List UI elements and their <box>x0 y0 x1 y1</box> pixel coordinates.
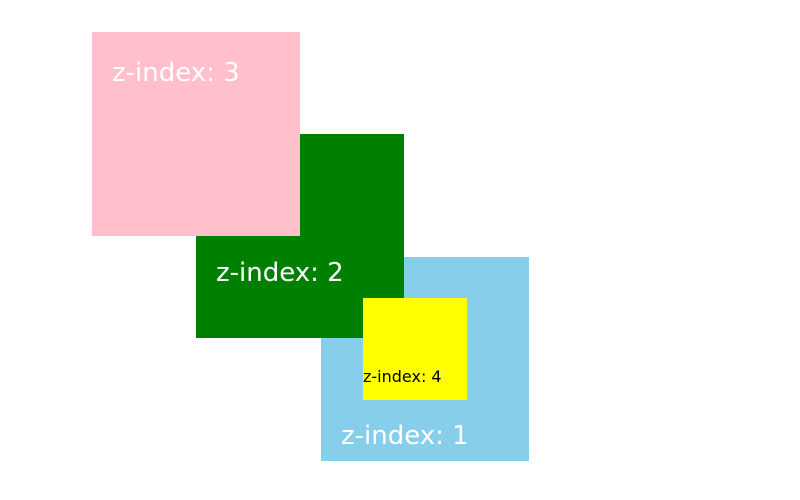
yellow-box-label: z-index: 4 <box>363 367 442 386</box>
pink-box-label: z-index: 3 <box>112 58 240 88</box>
yellow-box-z4: z-index: 4 <box>363 298 467 400</box>
blue-box-label: z-index: 1 <box>341 421 469 451</box>
pink-box-z3: z-index: 3 <box>92 32 300 236</box>
green-box-label: z-index: 2 <box>216 258 344 288</box>
